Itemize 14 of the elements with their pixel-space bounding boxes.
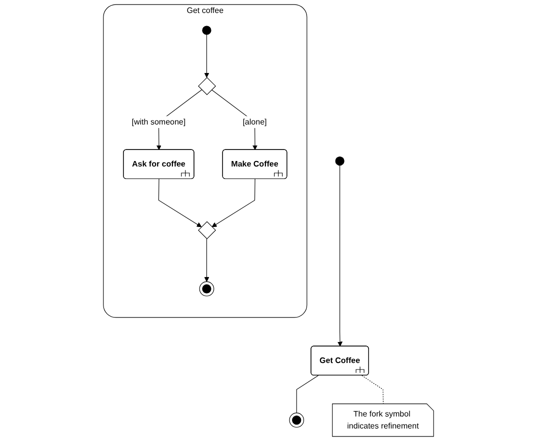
node-bullseye xyxy=(199,281,214,296)
node-circle xyxy=(202,26,212,35)
connector xyxy=(362,375,384,404)
node-diamond xyxy=(198,221,216,240)
node-diamond xyxy=(198,77,216,96)
arrow xyxy=(337,165,343,347)
edge-label: [with someone] xyxy=(132,117,186,126)
arrow xyxy=(204,238,210,282)
node-circle xyxy=(335,156,344,166)
arrow xyxy=(158,178,202,228)
arrow xyxy=(212,178,256,228)
edge-label: [alone] xyxy=(242,117,267,126)
arrow xyxy=(204,34,210,78)
node-bullseye xyxy=(289,412,304,428)
